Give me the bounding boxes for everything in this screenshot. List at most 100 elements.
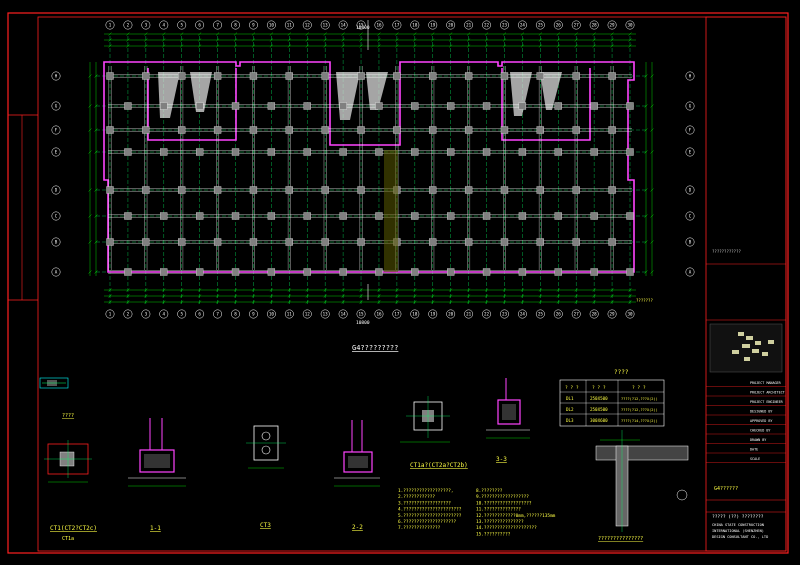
- axis-bubble-bottom-6-label: 6: [198, 312, 201, 317]
- axis-bubble-top-19: [428, 20, 438, 30]
- note-line: 8.????????: [476, 488, 503, 494]
- column-pad: [572, 238, 580, 246]
- column-pad: [375, 268, 383, 276]
- axis-bubble-bottom-16: [374, 309, 384, 319]
- axis-bubble-bottom-26: [553, 309, 563, 319]
- column-pad: [500, 126, 509, 134]
- column-pad: [321, 72, 329, 80]
- axis-bubble-bottom-25-label: 25: [538, 312, 544, 317]
- column-pad: [106, 72, 114, 80]
- column-pad: [357, 126, 365, 134]
- axis-bubble-top-8: [231, 20, 240, 30]
- drawing-number: G4??????: [714, 486, 738, 492]
- axis-bubble-bottom-28-label: 28: [592, 312, 598, 317]
- axis-bubble-top-7: [213, 20, 223, 30]
- note-line: 13.???????????????: [476, 519, 524, 525]
- column-pad: [626, 148, 634, 156]
- svg-text:250X500: 250X500: [590, 407, 608, 412]
- axis-bubble-bottom-30: [625, 309, 635, 319]
- note-line: 2.????????????: [398, 494, 435, 500]
- column-pad: [572, 186, 580, 194]
- column-pad: [626, 102, 634, 110]
- column-pad: [482, 102, 491, 110]
- note-line: 12.????????????0mm,??????135mm: [476, 513, 556, 519]
- axis-bubble-top-5-label: 5: [180, 23, 183, 28]
- title-block-top-note: ????????????: [712, 249, 741, 254]
- detail-2-2: 2-2: [334, 420, 380, 531]
- svg-text:DL2: DL2: [566, 407, 574, 412]
- axis-bubble-top-17: [392, 20, 402, 30]
- axis-bubble-left-G: [51, 101, 61, 111]
- axis-bubble-top-2: [123, 20, 133, 30]
- plan-title: G4?????????: [352, 344, 398, 352]
- axis-bubble-top-15-label: 15: [359, 23, 365, 28]
- axis-bubble-top-25-label: 25: [538, 23, 544, 28]
- axis-bubble-top-8-label: 8: [234, 23, 237, 28]
- column-pad: [339, 102, 347, 110]
- column-pad: [554, 268, 562, 276]
- column-pad: [590, 212, 598, 220]
- company-name-en-3: DESIGN CONSULTANT CO., LTD: [712, 535, 768, 539]
- axis-bubble-right-G: [685, 101, 695, 111]
- axis-bubble-left-H: [51, 71, 61, 81]
- axis-bubble-bottom-12: [302, 309, 312, 319]
- axis-bubble-top-15: [356, 20, 366, 30]
- beams: [108, 66, 632, 274]
- axis-bubble-bottom-18: [410, 309, 420, 319]
- note-line: 1.??????????????????,: [398, 488, 454, 494]
- column-pad: [339, 148, 347, 156]
- column-pad: [536, 186, 544, 194]
- column-pad: [590, 268, 598, 276]
- column-pad: [464, 186, 473, 194]
- outer-frame: [7, 12, 789, 554]
- column-pad: [482, 212, 491, 220]
- axis-bubble-bottom-28: [589, 309, 599, 319]
- column-pad: [500, 186, 509, 194]
- svg-text:????(?12,???X(2)): ????(?12,???X(2)): [621, 408, 658, 412]
- column-pad: [178, 72, 186, 80]
- axis-bubble-top-26: [553, 20, 563, 30]
- column-pad: [536, 238, 544, 246]
- axis-bubble-bottom-4-label: 4: [163, 312, 166, 317]
- axis-bubble-bottom-29: [607, 309, 617, 319]
- axis-bubble-top-19-label: 19: [430, 23, 436, 28]
- axis-bubble-top-11: [284, 20, 294, 30]
- axis-bubble-top-2-label: 2: [127, 23, 130, 28]
- column-pad: [196, 148, 204, 156]
- company-name-en-2: INTERNATIONAL (SHENZHEN): [712, 529, 764, 533]
- column-pad: [321, 126, 329, 134]
- axis-bubble-bottom-21-label: 21: [466, 312, 472, 317]
- axis-bubble-right-C: [685, 211, 695, 221]
- axis-bubble-bottom-7: [213, 309, 223, 319]
- column-pad: [303, 148, 311, 156]
- axis-bubble-left-H-label: H: [55, 74, 58, 79]
- note-line: 3.??????????????????: [398, 500, 451, 506]
- column-pad: [178, 186, 186, 194]
- axis-bubble-bottom-30-label: 30: [627, 312, 633, 317]
- axis-bubble-bottom-16-label: 16: [376, 312, 382, 317]
- plan-right-note: ???????: [636, 298, 653, 303]
- general-notes: 1.??????????????????,2.????????????3.???…: [398, 488, 556, 537]
- column-pad: [554, 102, 562, 110]
- stair-hatch: [384, 150, 398, 272]
- column-pad: [142, 126, 150, 134]
- column-pad: [500, 238, 509, 246]
- axis-bubble-top-27-label: 27: [574, 23, 580, 28]
- axis-bubble-top-4: [159, 20, 169, 30]
- axis-bubble-left-C-label: C: [55, 214, 58, 219]
- axis-bubble-left-E-label: E: [55, 150, 58, 155]
- axis-bubble-top-4-label: 4: [163, 23, 166, 28]
- column-pad: [160, 212, 168, 220]
- axis-bubble-right-H-label: H: [689, 74, 692, 79]
- svg-text:250X500: 250X500: [590, 396, 608, 401]
- svg-text:????: ????: [62, 413, 74, 419]
- axis-bubble-left-G-label: G: [55, 104, 58, 109]
- axis-bubble-bottom-15-label: 15: [359, 312, 365, 317]
- column-pad: [196, 102, 204, 110]
- axis-bubble-left-C: [51, 211, 61, 221]
- axis-bubble-top-20-label: 20: [448, 23, 454, 28]
- detail-ct1: CT1(CT2?CT2c) CT1a: [44, 440, 97, 542]
- title-block-row: APPROVED BY: [750, 419, 772, 423]
- column-pad: [321, 186, 329, 194]
